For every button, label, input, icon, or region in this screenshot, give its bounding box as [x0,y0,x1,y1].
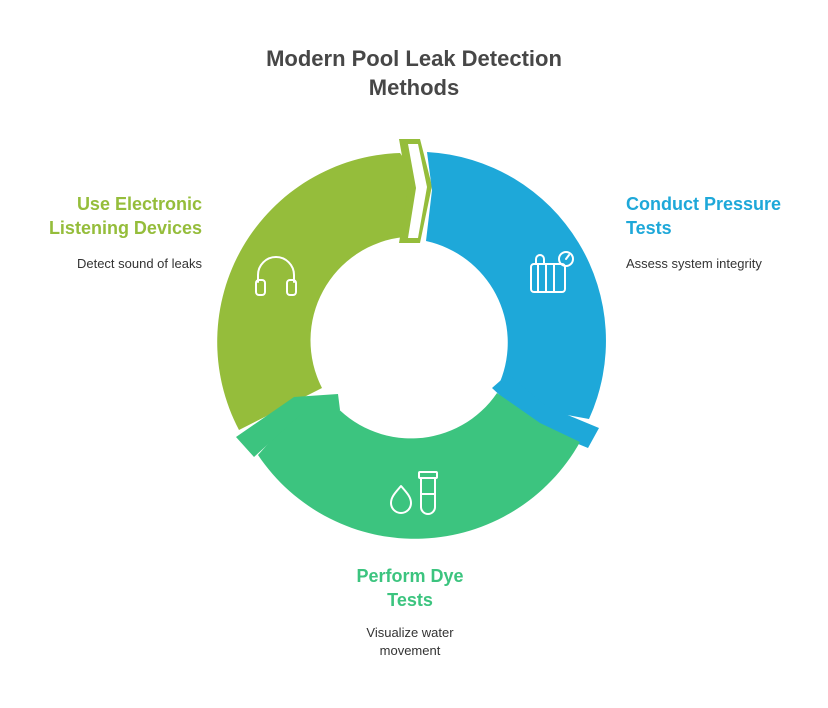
pressure-tests-heading: Conduct Pressure Tests [626,194,782,238]
dye-tests-heading: Perform Dye Tests [356,566,464,610]
pressure-gauge-icon [530,251,574,293]
segment-pressure-tests [426,152,606,448]
listening-devices-heading: Use Electronic Listening Devices [48,194,202,238]
diagram-title: Modern Pool Leak Detection Methods [266,46,562,100]
headphones-icon [255,256,297,296]
segment-listening-devices [217,139,432,430]
dye-test-tube-icon [390,471,438,515]
dye-tests-description: Visualize water movement [366,625,454,658]
pressure-tests-description: Assess system integrity [626,256,762,271]
listening-devices-description: Detect sound of leaks [76,256,202,271]
segment-dye-tests [236,393,580,539]
